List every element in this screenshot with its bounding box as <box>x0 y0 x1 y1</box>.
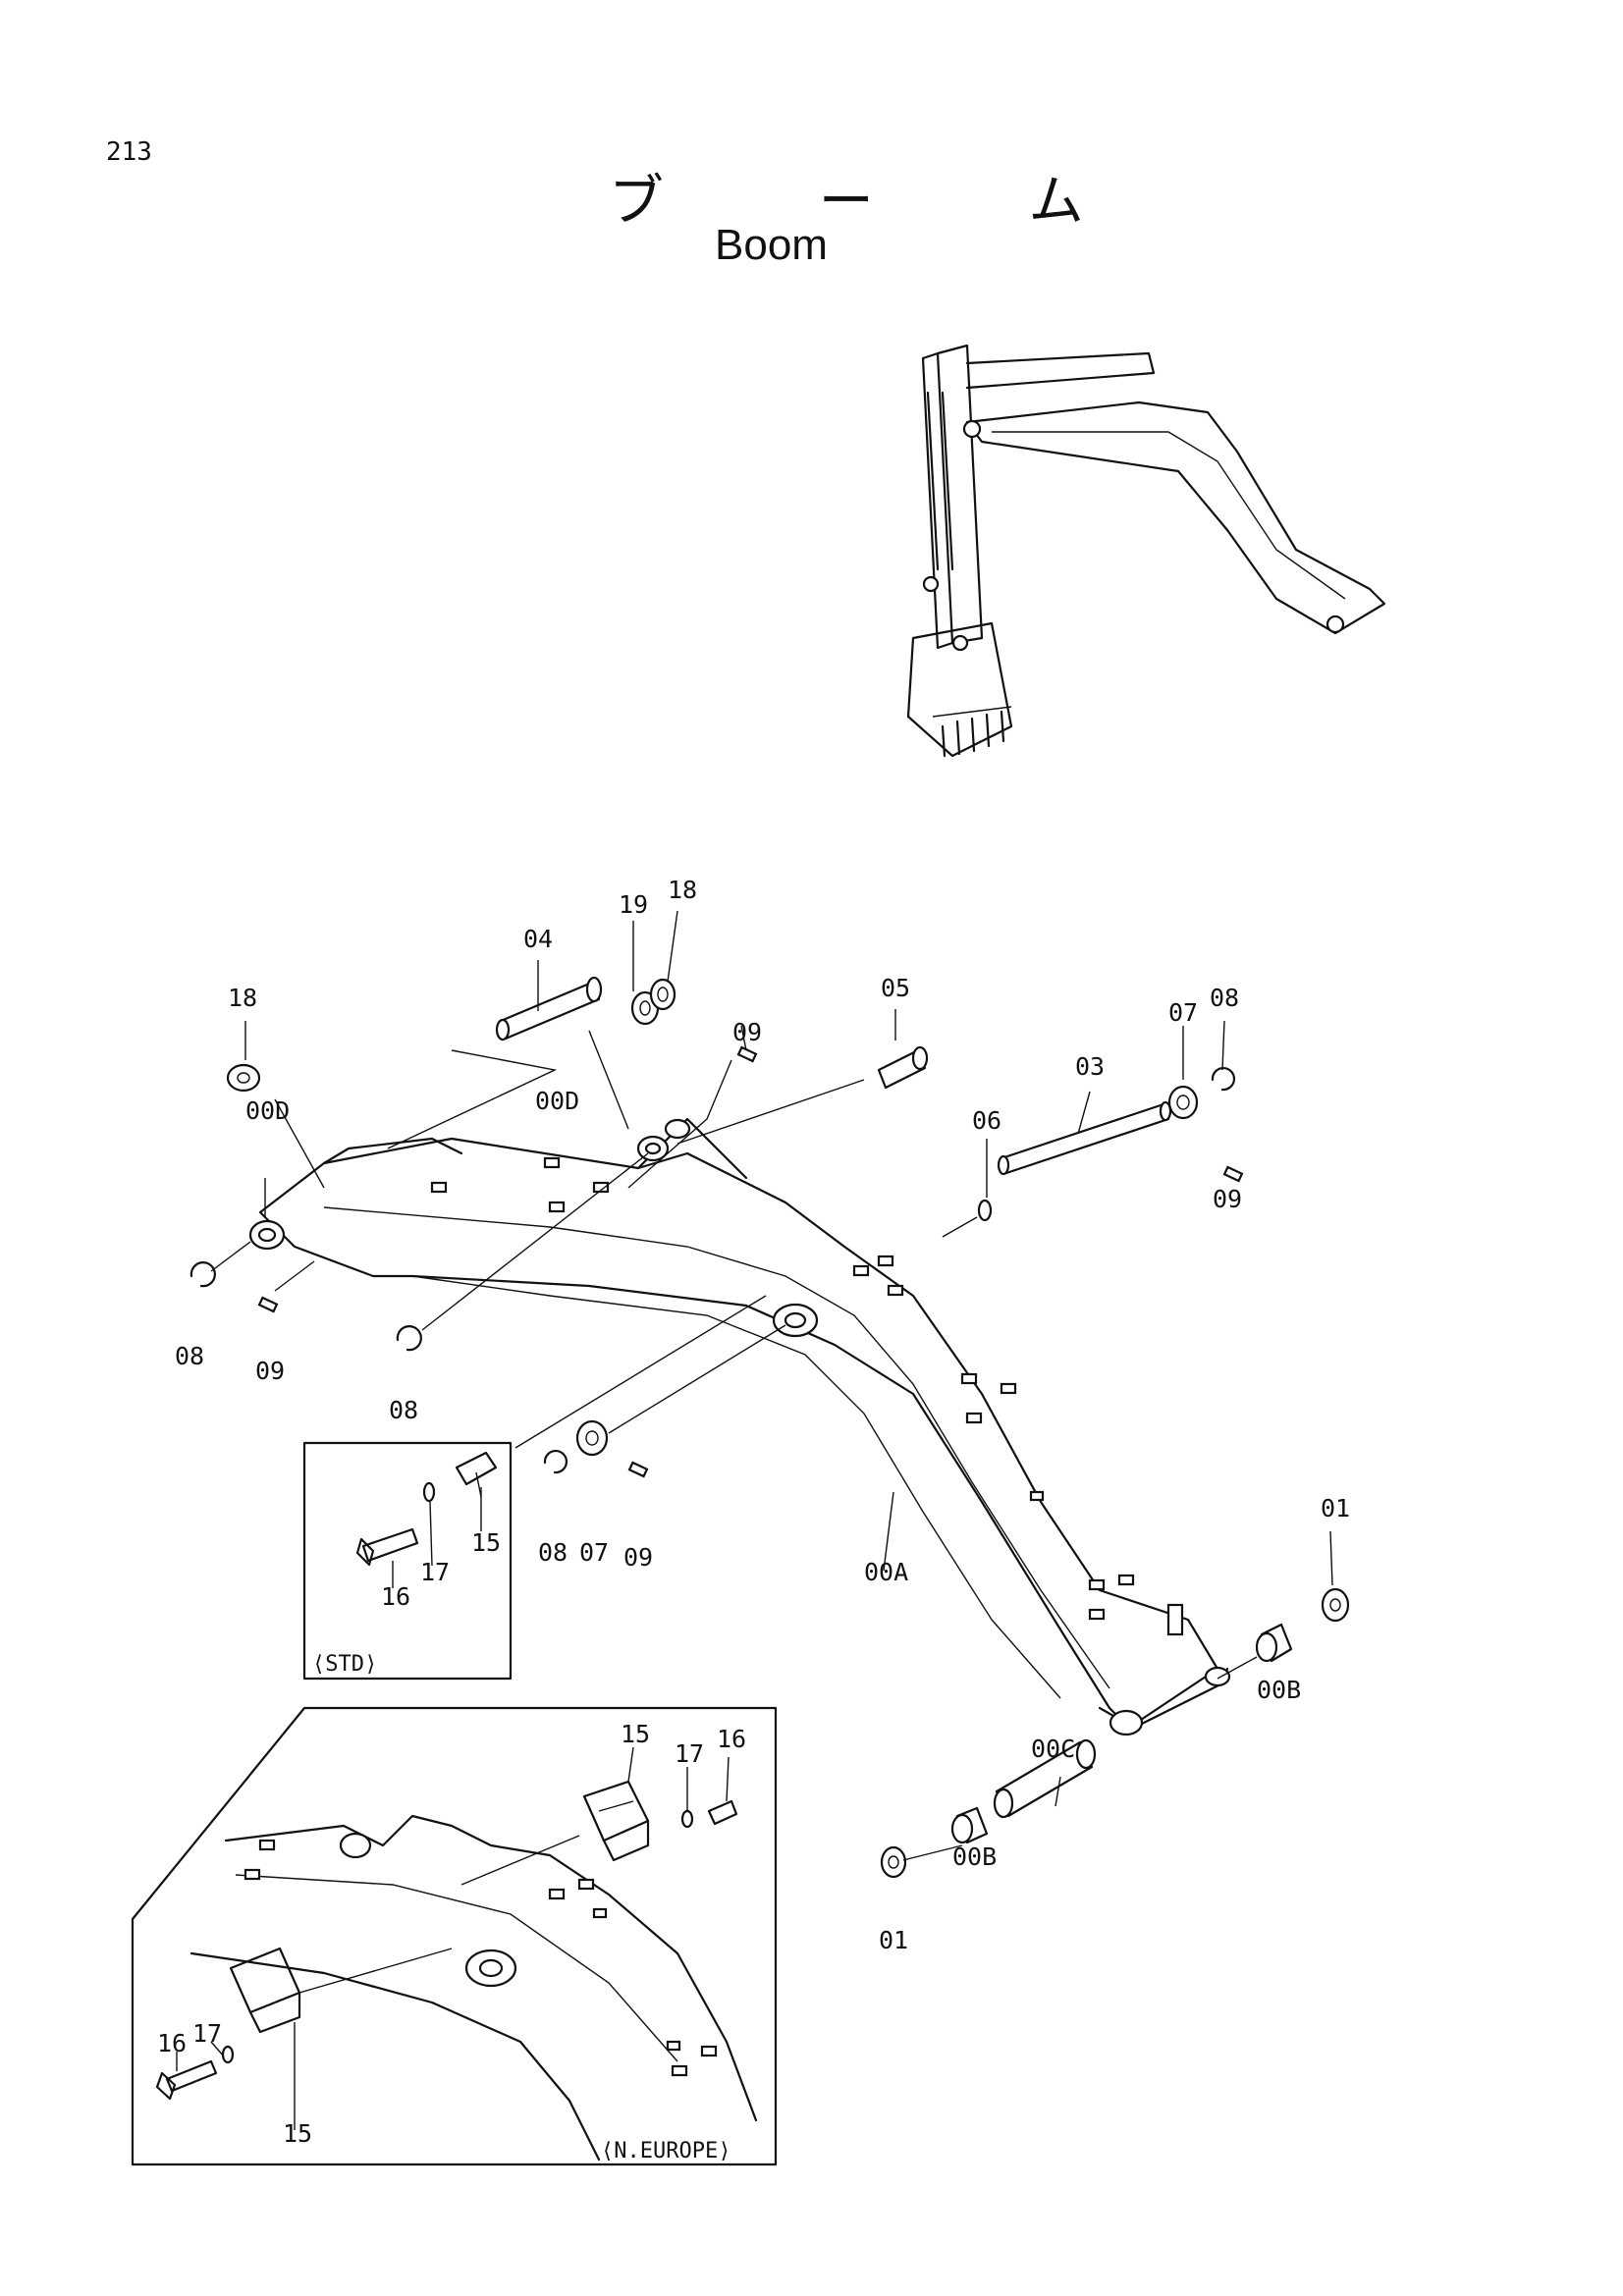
label-part-18-top: 18 <box>668 876 697 904</box>
label-part-17-neu-lower: 17 <box>192 2019 222 2048</box>
label-part-05: 05 <box>881 974 910 1002</box>
std-box-label: ⟨STD⟩ <box>312 1652 377 1677</box>
n-europe-option-box: ⟨N.EUROPE⟩ <box>131 1706 778 2166</box>
title-english: Boom <box>715 221 828 269</box>
label-part-00c: 00C <box>1031 1735 1075 1763</box>
title-japanese: ブ ー ム <box>609 170 1153 234</box>
label-part-09-top: 09 <box>732 1018 762 1046</box>
std-option-box: ⟨STD⟩ <box>302 1441 513 1681</box>
label-part-16-neu-lower: 16 <box>157 2029 187 2057</box>
label-part-09-lower: 09 <box>623 1543 653 1572</box>
label-part-00b-right: 00B <box>1257 1676 1301 1704</box>
boom-main-body <box>248 1117 1231 1736</box>
label-part-03: 03 <box>1075 1052 1105 1081</box>
label-part-08-left: 08 <box>175 1342 204 1370</box>
label-part-01-right: 01 <box>1321 1494 1350 1522</box>
n-europe-box-label: ⟨N.EUROPE⟩ <box>601 2139 730 2163</box>
label-part-01-lower: 01 <box>879 1926 908 1954</box>
label-part-16-std: 16 <box>381 1582 410 1611</box>
label-part-07-lower: 07 <box>579 1538 609 1567</box>
label-part-16-neu-upper: 16 <box>717 1725 746 1753</box>
exploded-parts <box>189 910 1350 1879</box>
label-part-00b-lower: 00B <box>952 1842 997 1871</box>
label-part-17-std: 17 <box>420 1558 450 1586</box>
label-part-00a: 00A <box>864 1558 908 1586</box>
label-part-04: 04 <box>523 925 553 953</box>
label-part-19: 19 <box>619 890 648 919</box>
label-part-15-neu-lower: 15 <box>283 2119 312 2148</box>
label-part-08-mid: 08 <box>389 1396 418 1424</box>
label-part-09-right: 09 <box>1213 1185 1242 1213</box>
label-part-00d-mid: 00D <box>535 1087 579 1115</box>
label-part-15-std: 15 <box>471 1528 501 1557</box>
label-part-06: 06 <box>972 1106 1001 1135</box>
label-part-07-right: 07 <box>1168 998 1198 1027</box>
label-part-00d-left: 00D <box>245 1096 290 1125</box>
label-part-18-left: 18 <box>228 984 257 1012</box>
label-part-17-neu-upper: 17 <box>675 1739 704 1768</box>
label-part-15-neu-upper: 15 <box>621 1720 650 1748</box>
label-part-09-left: 09 <box>255 1357 285 1385</box>
overview-excavator-arm <box>906 344 1386 758</box>
part-number-labels: 04 19 18 18 05 09 07 08 03 06 09 00D 00D… <box>157 876 1350 2148</box>
label-part-08-lower: 08 <box>538 1538 568 1567</box>
label-part-08-right: 08 <box>1210 984 1239 1012</box>
page-number: 213 <box>106 137 152 167</box>
